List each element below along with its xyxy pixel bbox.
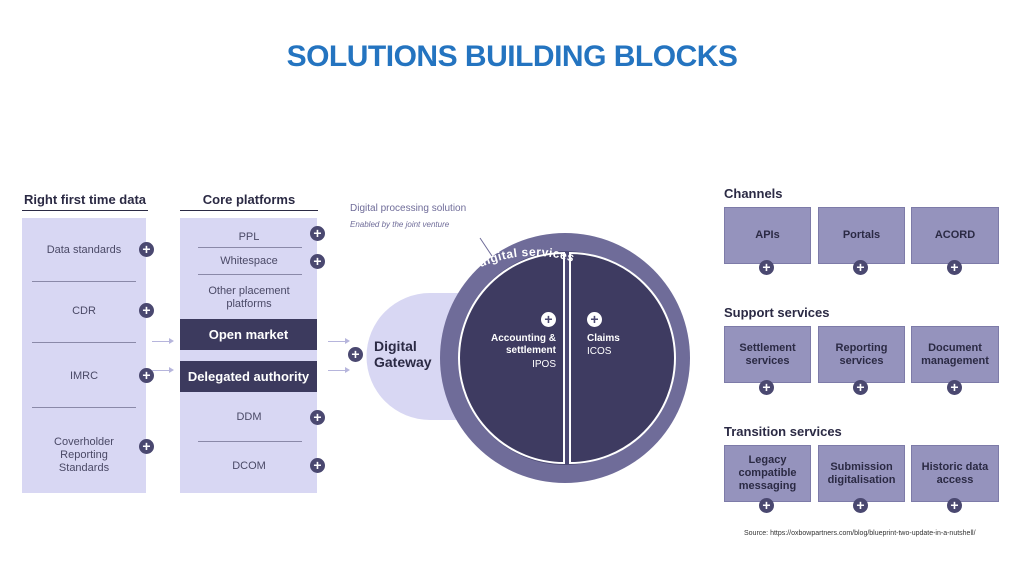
right-half: [569, 251, 676, 465]
plus-icon[interactable]: +: [853, 498, 868, 513]
plus-icon[interactable]: +: [139, 439, 154, 454]
arrow-icon: [152, 338, 174, 344]
rftd-heading: Right first time data: [22, 192, 148, 211]
divider: [32, 281, 136, 282]
plus-icon[interactable]: +: [139, 242, 154, 257]
icos-label: ICOS: [587, 346, 612, 357]
plus-icon[interactable]: +: [853, 260, 868, 275]
rftd-item-cdr: CDR: [72, 305, 96, 317]
plus-icon[interactable]: +: [759, 260, 774, 275]
page-title: SOLUTIONS BUILDING BLOCKS: [286, 40, 738, 73]
platform-ddm: DDM: [236, 411, 262, 423]
open-market-bar: Open market: [180, 319, 317, 350]
platform-whitespace: Whitespace: [220, 255, 278, 267]
support-heading: Support services: [724, 305, 830, 320]
core-platforms-panel: [180, 218, 317, 493]
rftd-item-imrc: IMRC: [69, 370, 99, 382]
claims-label: Claims: [587, 333, 620, 344]
plus-icon[interactable]: +: [139, 368, 154, 383]
plus-icon[interactable]: +: [348, 347, 363, 362]
arrow-icon: [152, 367, 174, 373]
platform-other: Other placement platforms: [208, 285, 290, 310]
left-half: [458, 251, 565, 465]
channel-portals: Portals: [818, 207, 905, 264]
channel-apis: APIs: [724, 207, 811, 264]
transition-historic: Historic data access: [911, 445, 999, 502]
divider: [32, 342, 136, 343]
platform-ppl: PPL: [238, 231, 260, 243]
plus-icon[interactable]: +: [310, 254, 325, 269]
transition-legacy: Legacy compatible messaging: [724, 445, 811, 502]
support-reporting: Reporting services: [818, 326, 905, 383]
delegated-authority-bar: Delegated authority: [180, 361, 317, 392]
source-citation: Source: https://oxbowpartners.com/blog/b…: [744, 530, 976, 537]
divider: [32, 407, 136, 408]
divider: [198, 274, 302, 275]
channel-acord: ACORD: [911, 207, 999, 264]
core-platforms-heading: Core platforms: [180, 192, 318, 211]
plus-icon[interactable]: +: [853, 380, 868, 395]
divider: [198, 247, 302, 248]
joint-venture-note: Enabled by the joint venture: [350, 220, 450, 229]
rftd-panel: [22, 218, 146, 493]
arrow-icon: [328, 338, 350, 344]
plus-icon[interactable]: +: [310, 410, 325, 425]
ipos-label: IPOS: [532, 359, 556, 370]
platform-dcom: DCOM: [232, 460, 266, 472]
plus-icon[interactable]: +: [947, 380, 962, 395]
digital-gateway-label: Digital Gateway: [374, 338, 432, 370]
digital-processing-note: Digital processing solution: [350, 203, 467, 214]
plus-icon[interactable]: +: [139, 303, 154, 318]
divider: [198, 441, 302, 442]
plus-icon[interactable]: +: [541, 312, 556, 327]
plus-icon[interactable]: +: [587, 312, 602, 327]
note-connector: [479, 237, 493, 257]
transition-submission: Submission digitalisation: [818, 445, 905, 502]
plus-icon[interactable]: +: [759, 380, 774, 395]
plus-icon[interactable]: +: [759, 498, 774, 513]
support-document: Document management: [911, 326, 999, 383]
core-services-graphic: Core digital services: [366, 233, 690, 483]
support-settlement: Settlement services: [724, 326, 811, 383]
plus-icon[interactable]: +: [310, 458, 325, 473]
plus-icon[interactable]: +: [947, 498, 962, 513]
accounting-settlement-label: Accounting & settlement: [491, 333, 556, 356]
arrow-icon: [328, 367, 350, 373]
transition-heading: Transition services: [724, 424, 842, 439]
plus-icon[interactable]: +: [947, 260, 962, 275]
rftd-item-data-standards: Data standards: [46, 244, 122, 256]
rftd-item-coverholder: Coverholder Reporting Standards: [54, 436, 114, 474]
plus-icon[interactable]: +: [310, 226, 325, 241]
channels-heading: Channels: [724, 186, 783, 201]
